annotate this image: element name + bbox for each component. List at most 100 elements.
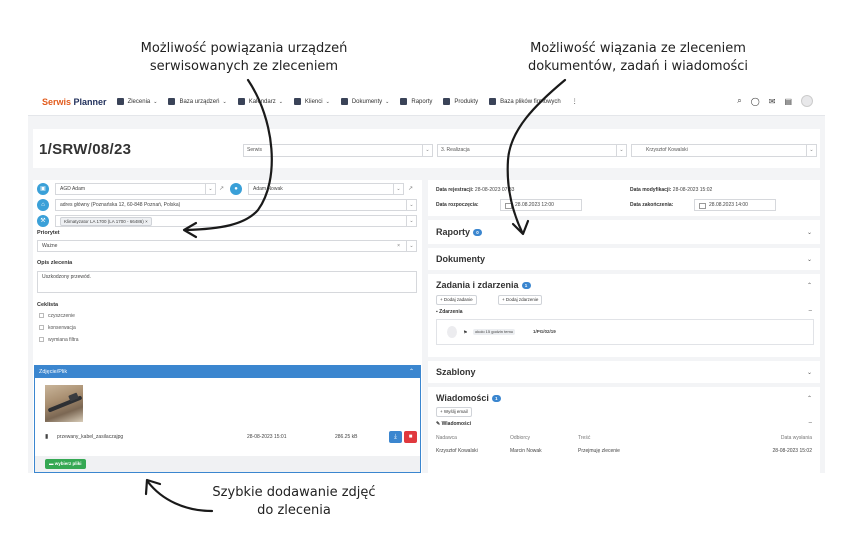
- end-date-label: Data zakończenia:: [630, 202, 674, 208]
- chevron-up-icon[interactable]: ⌃: [806, 283, 812, 289]
- user-avatar[interactable]: [801, 95, 813, 107]
- checklist-item[interactable]: konserwacja: [39, 325, 76, 331]
- count-badge: 1: [491, 395, 501, 403]
- document-icon: [340, 98, 348, 105]
- right-column: Data rejestracji: 28-08-2023 07:33 Data …: [428, 180, 820, 473]
- templates-section[interactable]: Szablony ⌄: [428, 361, 820, 383]
- event-item[interactable]: ⚑ około 15 godzin temu 1/PG/02/19: [436, 319, 814, 345]
- clipboard-icon[interactable]: ▤: [784, 96, 792, 106]
- registration-date: Data rejestracji: 28-08-2023 07:33: [436, 187, 515, 193]
- checkbox: [39, 325, 44, 331]
- mail-icon[interactable]: ✉: [768, 96, 776, 106]
- chevron-down-icon: ⌄: [393, 184, 403, 194]
- order-type-select[interactable]: Serwis⌄: [243, 144, 433, 157]
- device-select[interactable]: Klimatyzator LA 1700 (LA 1700 - 66486) ×…: [55, 215, 417, 227]
- photo-panel-header[interactable]: Zdjęcie/Plik⌃: [35, 366, 420, 378]
- nav-products[interactable]: Produkty: [443, 98, 478, 105]
- photo-thumbnail[interactable]: [45, 385, 83, 422]
- send-email-button[interactable]: + Wyślij email: [436, 407, 472, 417]
- nav-company-files[interactable]: Baza plików firmowych: [489, 98, 561, 105]
- start-date-input[interactable]: 28.08.2023 12:00: [500, 199, 582, 211]
- chevron-up-icon: ⌃: [408, 369, 414, 375]
- person-icon: ●: [230, 183, 242, 195]
- callout-photos: Szybkie dodawanie zdjęć do zlecenia: [212, 485, 376, 518]
- photo-file-panel: Zdjęcie/Plik⌃ ▮ przewany_kabel_zasilacza…: [34, 365, 421, 473]
- message-content[interactable]: Przejmuję zlecenie: [578, 448, 620, 454]
- templates-title: Szablony: [436, 367, 476, 377]
- clear-icon: ×: [397, 243, 400, 249]
- nav-devices[interactable]: Baza urządzeń⌄: [168, 98, 227, 105]
- search-icon[interactable]: ⌕: [737, 96, 742, 105]
- device-chip[interactable]: Klimatyzator LA 1700 (LA 1700 - 66486) ×: [60, 217, 152, 226]
- documents-section[interactable]: Dokumenty ⌄: [428, 248, 820, 270]
- upload-bar: ▬ wybierz pliki: [35, 456, 420, 472]
- nav-reports[interactable]: Raporty: [400, 98, 432, 105]
- description-field[interactable]: Uszkodzony przewód.: [37, 271, 417, 293]
- external-link-icon[interactable]: ↗: [408, 186, 414, 192]
- address-select[interactable]: adres główny (Poznańska 12, 60-848 Pozna…: [55, 199, 417, 211]
- priority-select[interactable]: Ważne×⌄: [37, 240, 417, 252]
- location-icon: ⌂: [37, 199, 49, 211]
- file-size: 286.25 kB: [335, 434, 358, 440]
- more-icon[interactable]: ⋮: [571, 99, 578, 105]
- nav-orders[interactable]: Zlecenia⌄: [116, 98, 157, 105]
- checkbox: [39, 313, 44, 319]
- client-select[interactable]: AGD Adam⌄: [55, 183, 216, 195]
- event-ref[interactable]: 1/PG/02/19: [533, 329, 556, 334]
- checklist-item[interactable]: czyszczenie: [39, 313, 75, 319]
- chevron-up-icon[interactable]: ⌃: [806, 396, 812, 402]
- file-name[interactable]: przewany_kabel_zasilaczajpg: [57, 434, 124, 440]
- order-details-panel: ▣ AGD Adam⌄ ↗ ● Adam Nowak⌄ ↗ ⌂ adres gł…: [33, 180, 422, 473]
- col-recipients: Odbiorcy: [510, 435, 531, 441]
- add-task-button[interactable]: + Dodaj zadanie: [436, 295, 477, 305]
- nav-calendar[interactable]: Kalendarz⌄: [237, 98, 283, 105]
- chat-icon[interactable]: ◯: [750, 96, 760, 106]
- logo[interactable]: Serwis Planner: [42, 96, 107, 107]
- trash-icon[interactable]: ■: [404, 431, 417, 443]
- collapse-icon[interactable]: –: [808, 308, 812, 314]
- chevron-down-icon: ⌄: [616, 145, 626, 156]
- modification-date: Data modyfikacji: 28-08-2023 15:02: [630, 187, 713, 193]
- add-event-button[interactable]: + Dodaj zdarzenie: [498, 295, 543, 305]
- contact-select[interactable]: Adam Nowak⌄: [248, 183, 404, 195]
- chevron-down-icon: ⌄: [806, 257, 812, 263]
- documents-title: Dokumenty: [436, 254, 486, 264]
- description-label: Opis zlecenia: [37, 260, 73, 266]
- order-status-select[interactable]: 3. Realizacja⌄: [437, 144, 627, 157]
- nav-documents[interactable]: Dokumenty⌄: [340, 98, 389, 105]
- checkbox: [39, 337, 44, 343]
- events-label: ▪ Zdarzenia: [436, 309, 463, 315]
- download-icon[interactable]: ⤓: [389, 431, 402, 443]
- callout-devices: Możliwość powiązania urządzeń serwisowan…: [140, 41, 348, 74]
- count-badge: 1: [521, 282, 531, 290]
- wrench-icon: ⚒: [37, 215, 49, 227]
- nav-clients[interactable]: Klienci⌄: [293, 98, 330, 105]
- messages-label: ✎ Wiadomości: [436, 421, 471, 427]
- avatar: [447, 326, 457, 338]
- order-header: 1/SRW/08/23 Serwis⌄ 3. Realizacja⌄ Krzys…: [33, 129, 820, 168]
- start-date-label: Data rozpoczęcia:: [436, 202, 479, 208]
- message-date: 28-08-2023 15:02: [772, 448, 812, 454]
- chevron-down-icon: ⌄: [806, 230, 812, 236]
- chevron-down-icon: ⌄: [422, 145, 432, 156]
- orders-icon: [116, 98, 124, 105]
- order-number: 1/SRW/08/23: [39, 141, 132, 158]
- assignee-select[interactable]: Krzysztof Kowalski⌄: [631, 144, 817, 157]
- end-date-input[interactable]: 28.08.2023 14:00: [694, 199, 776, 211]
- message-sender[interactable]: Krzysztof Kowalski: [436, 448, 478, 454]
- col-content: Treść: [578, 435, 591, 441]
- external-link-icon[interactable]: ↗: [219, 186, 225, 192]
- choose-files-button[interactable]: ▬ wybierz pliki: [45, 459, 86, 469]
- callout-documents: Możliwość wiązania ze zleceniem dokument…: [527, 41, 749, 74]
- collapse-icon[interactable]: –: [808, 420, 812, 426]
- message-recipients: Marcin Nowak: [510, 448, 542, 454]
- building-icon: ▣: [37, 183, 49, 195]
- dates-card: Data rejestracji: 28-08-2023 07:33 Data …: [428, 180, 820, 216]
- checklist-item[interactable]: wymiana filtra: [39, 337, 79, 343]
